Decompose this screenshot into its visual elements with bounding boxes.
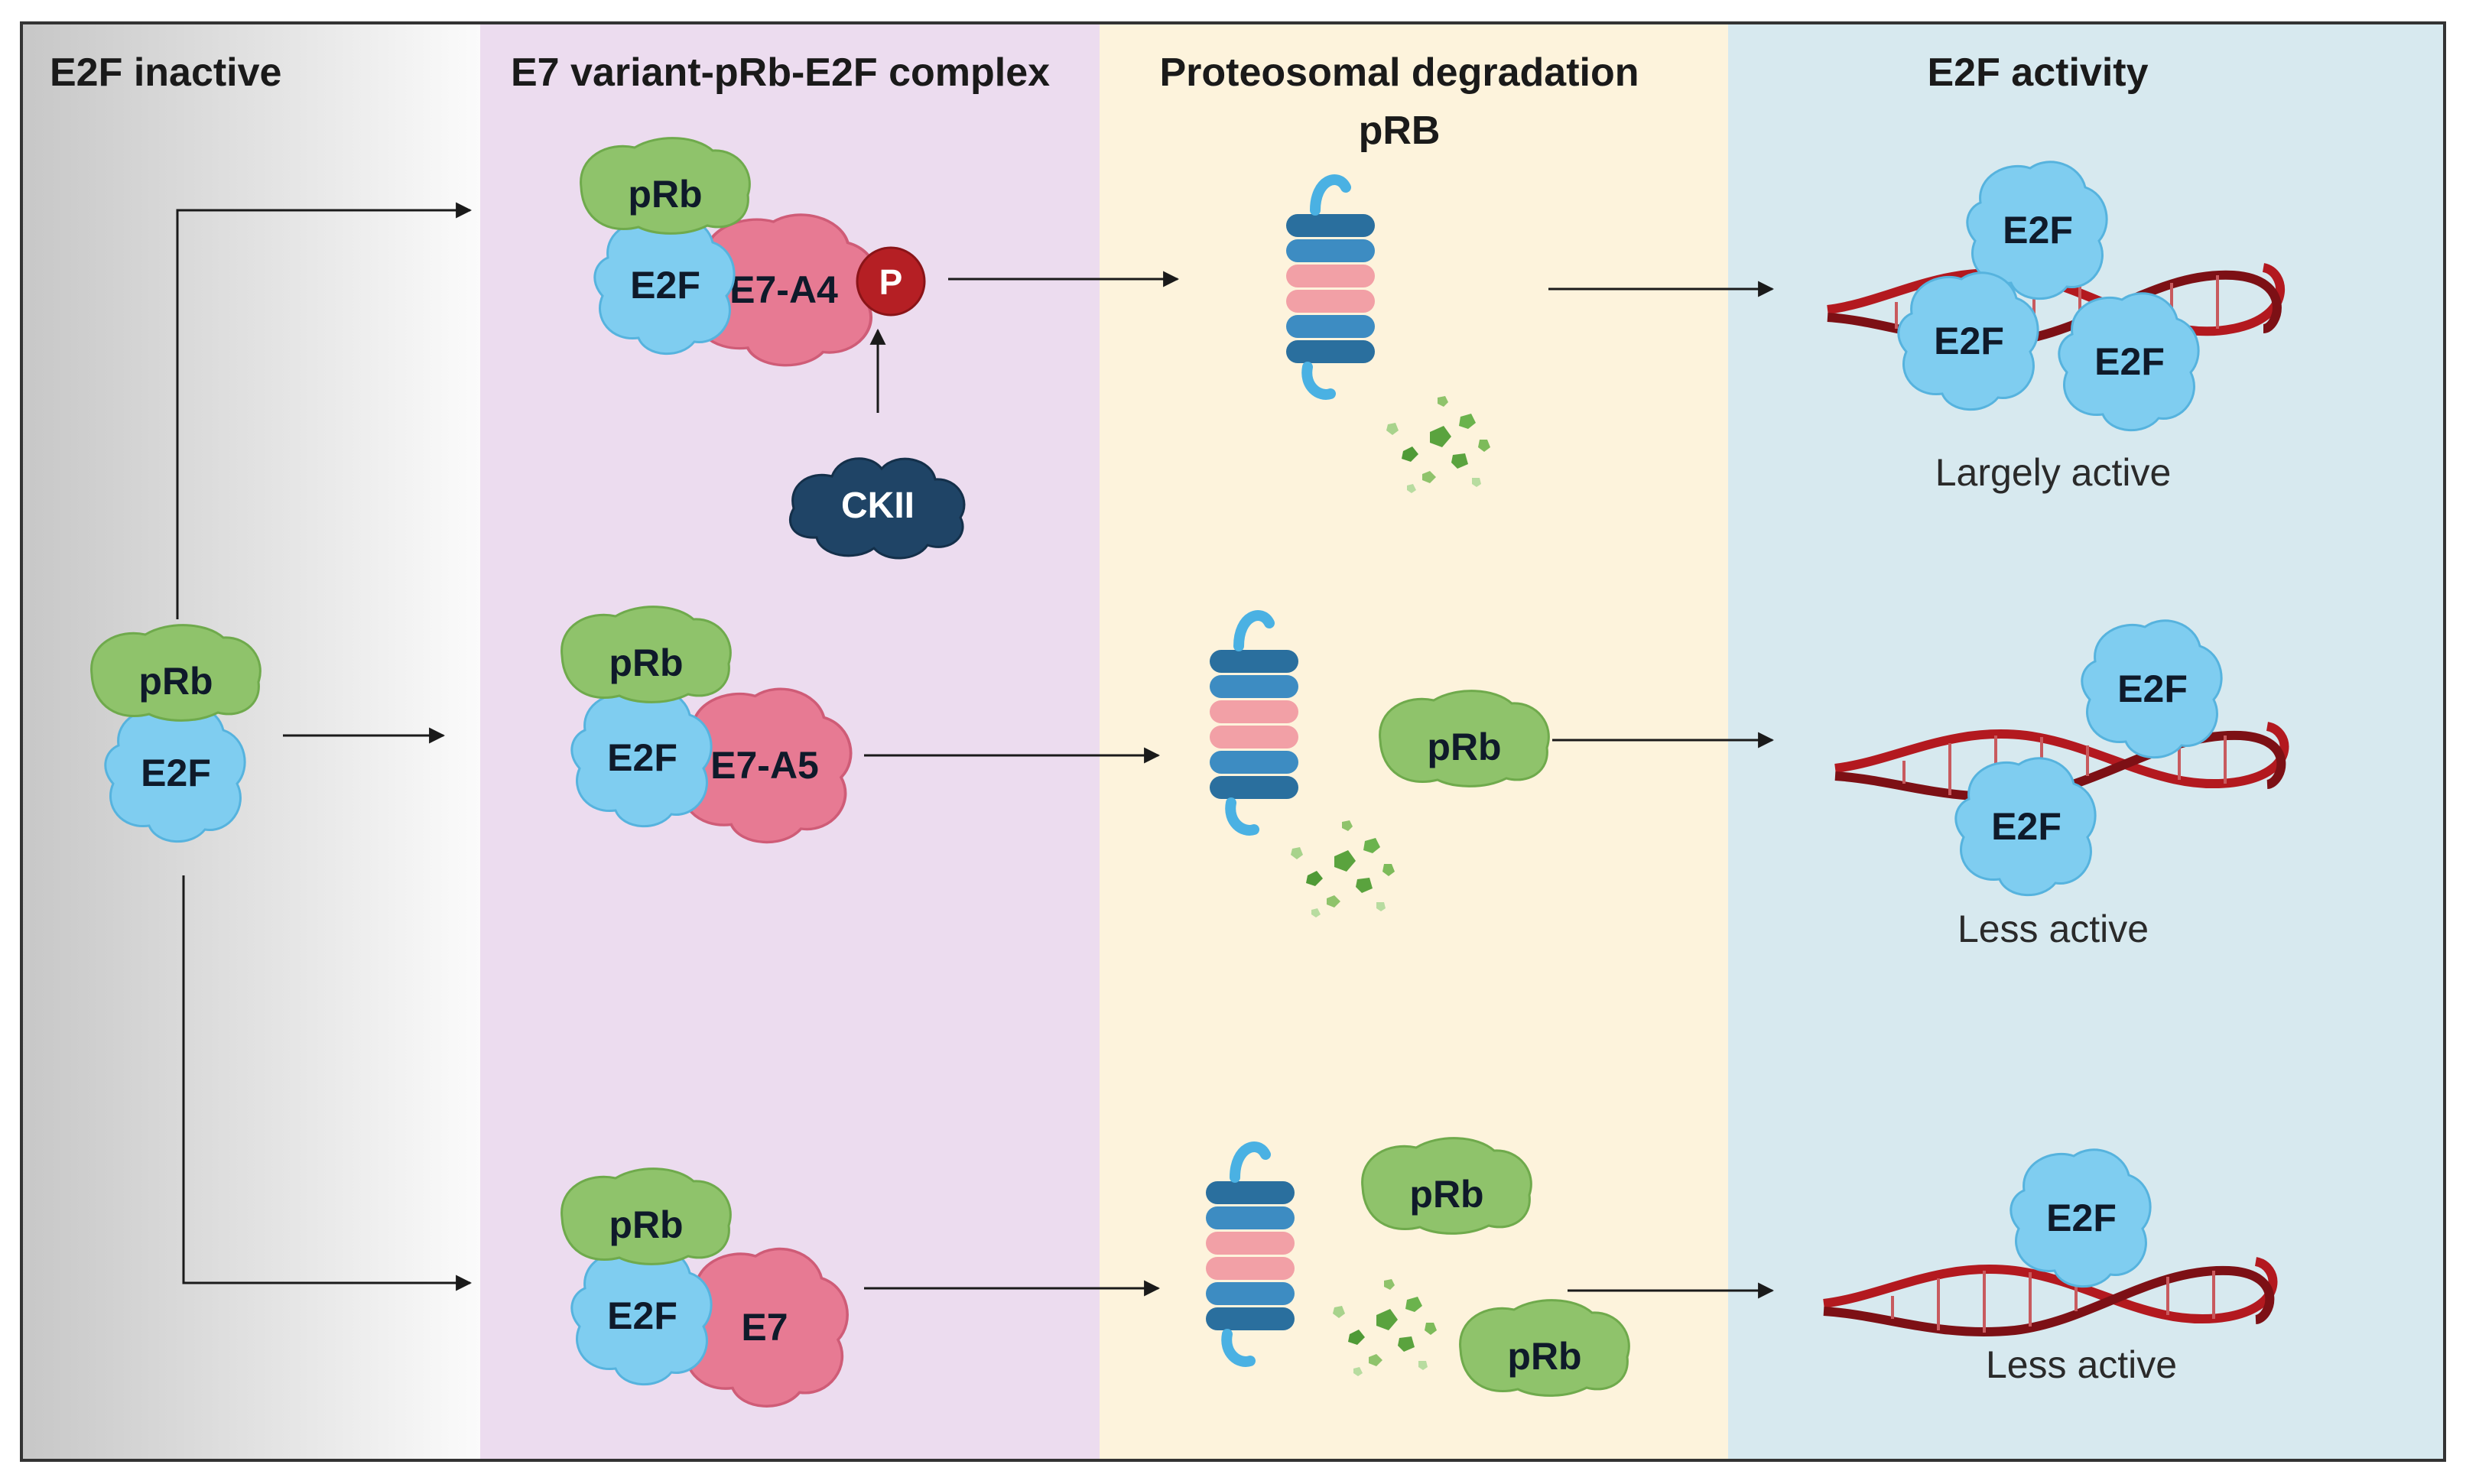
prb-free: pRb bbox=[1361, 1137, 1532, 1235]
status-row3: Less active bbox=[1986, 1343, 2177, 1386]
prb-label: pRb bbox=[609, 641, 683, 684]
e2f-label: E2F bbox=[607, 736, 677, 779]
e2f-blob: E2F bbox=[593, 216, 736, 356]
e7-blob: E7 bbox=[678, 1247, 849, 1408]
header-prb: pRB bbox=[1359, 109, 1441, 153]
prb-label: pRb bbox=[1427, 726, 1501, 768]
e7-a4-label: E7-A4 bbox=[729, 268, 838, 311]
dna-helix bbox=[1834, 722, 2289, 801]
header-e2f-activity: E2F activity bbox=[1927, 50, 2148, 95]
e7-a5-blob: E7-A5 bbox=[674, 687, 853, 844]
e2f-label: E2F bbox=[630, 264, 700, 307]
e2f-blob: E2F bbox=[570, 1246, 713, 1386]
inactive-complex: E2F pRb bbox=[90, 624, 262, 843]
e7-label: E7 bbox=[741, 1306, 788, 1349]
status-row2: Less active bbox=[1958, 908, 2149, 950]
prb-label: pRb bbox=[628, 173, 702, 216]
ckii-blob: CKII bbox=[788, 457, 966, 560]
phosphate-label: P bbox=[879, 262, 903, 302]
header-e7-complex: E7 variant-pRb-E2F complex bbox=[511, 50, 1050, 95]
e2f-label: E2F bbox=[1991, 805, 2061, 848]
prb-free: pRb bbox=[1379, 690, 1550, 787]
diagram-frame bbox=[20, 21, 2446, 1462]
prb-blob: pRb bbox=[90, 624, 262, 722]
connector-to-row1 bbox=[176, 202, 473, 619]
proteasome-icon bbox=[1210, 610, 1298, 836]
status-row1: Largely active bbox=[1935, 451, 2172, 494]
e2f-blob: E2F bbox=[2010, 1148, 2152, 1288]
e2f-blob: E2F bbox=[2081, 619, 2223, 759]
prb-blob: pRb bbox=[580, 137, 751, 235]
e2f-label: E2F bbox=[1934, 320, 2004, 362]
prb-label: pRb bbox=[1507, 1335, 1581, 1378]
e2f-blob: E2F bbox=[1954, 757, 2097, 897]
e2f-blob: E2F bbox=[104, 703, 246, 843]
phosphate-circle: P bbox=[856, 246, 926, 317]
e2f-label: E2F bbox=[141, 752, 211, 794]
header-proteasomal-degradation: Proteosomal degradation bbox=[1160, 50, 1639, 95]
e2f-blob: E2F bbox=[1897, 271, 2039, 411]
prb-label: pRb bbox=[1409, 1173, 1483, 1216]
e7-a4-blob: E7-A4 bbox=[689, 215, 877, 365]
complex-e7: E7 E2F pRb bbox=[560, 1167, 849, 1408]
e2f-label: E2F bbox=[2003, 209, 2073, 252]
e7-a5-label: E7-A5 bbox=[710, 744, 819, 787]
prb-label: pRb bbox=[609, 1203, 683, 1246]
prb-free: pRb bbox=[1459, 1299, 1630, 1397]
prb-blob: pRb bbox=[560, 606, 732, 703]
prb-label: pRb bbox=[138, 660, 213, 703]
proteasome-icon bbox=[1286, 174, 1375, 400]
ckii-label: CKII bbox=[841, 485, 915, 526]
e2f-blob: E2F bbox=[570, 688, 713, 828]
e2f-blob: E2F bbox=[1966, 161, 2108, 300]
prb-blob: pRb bbox=[560, 1167, 732, 1265]
dna-helix bbox=[1823, 1257, 2278, 1336]
e2f-label: E2F bbox=[2117, 667, 2188, 710]
column-e2f-inactive bbox=[21, 23, 480, 1460]
e2f-blob: E2F bbox=[2058, 292, 2200, 432]
e2f-label: E2F bbox=[2046, 1197, 2117, 1239]
e2f-label: E2F bbox=[607, 1294, 677, 1337]
complex-e7-a5: E7-A5 E2F pRb bbox=[560, 606, 853, 844]
header-e2f-inactive: E2F inactive bbox=[50, 50, 281, 95]
complex-e7-a4: E7-A4 E2F pRb P CKII bbox=[580, 137, 966, 560]
e2f-label: E2F bbox=[2094, 340, 2165, 383]
connector-to-row3 bbox=[182, 875, 473, 1291]
proteasome-icon bbox=[1206, 1141, 1295, 1367]
